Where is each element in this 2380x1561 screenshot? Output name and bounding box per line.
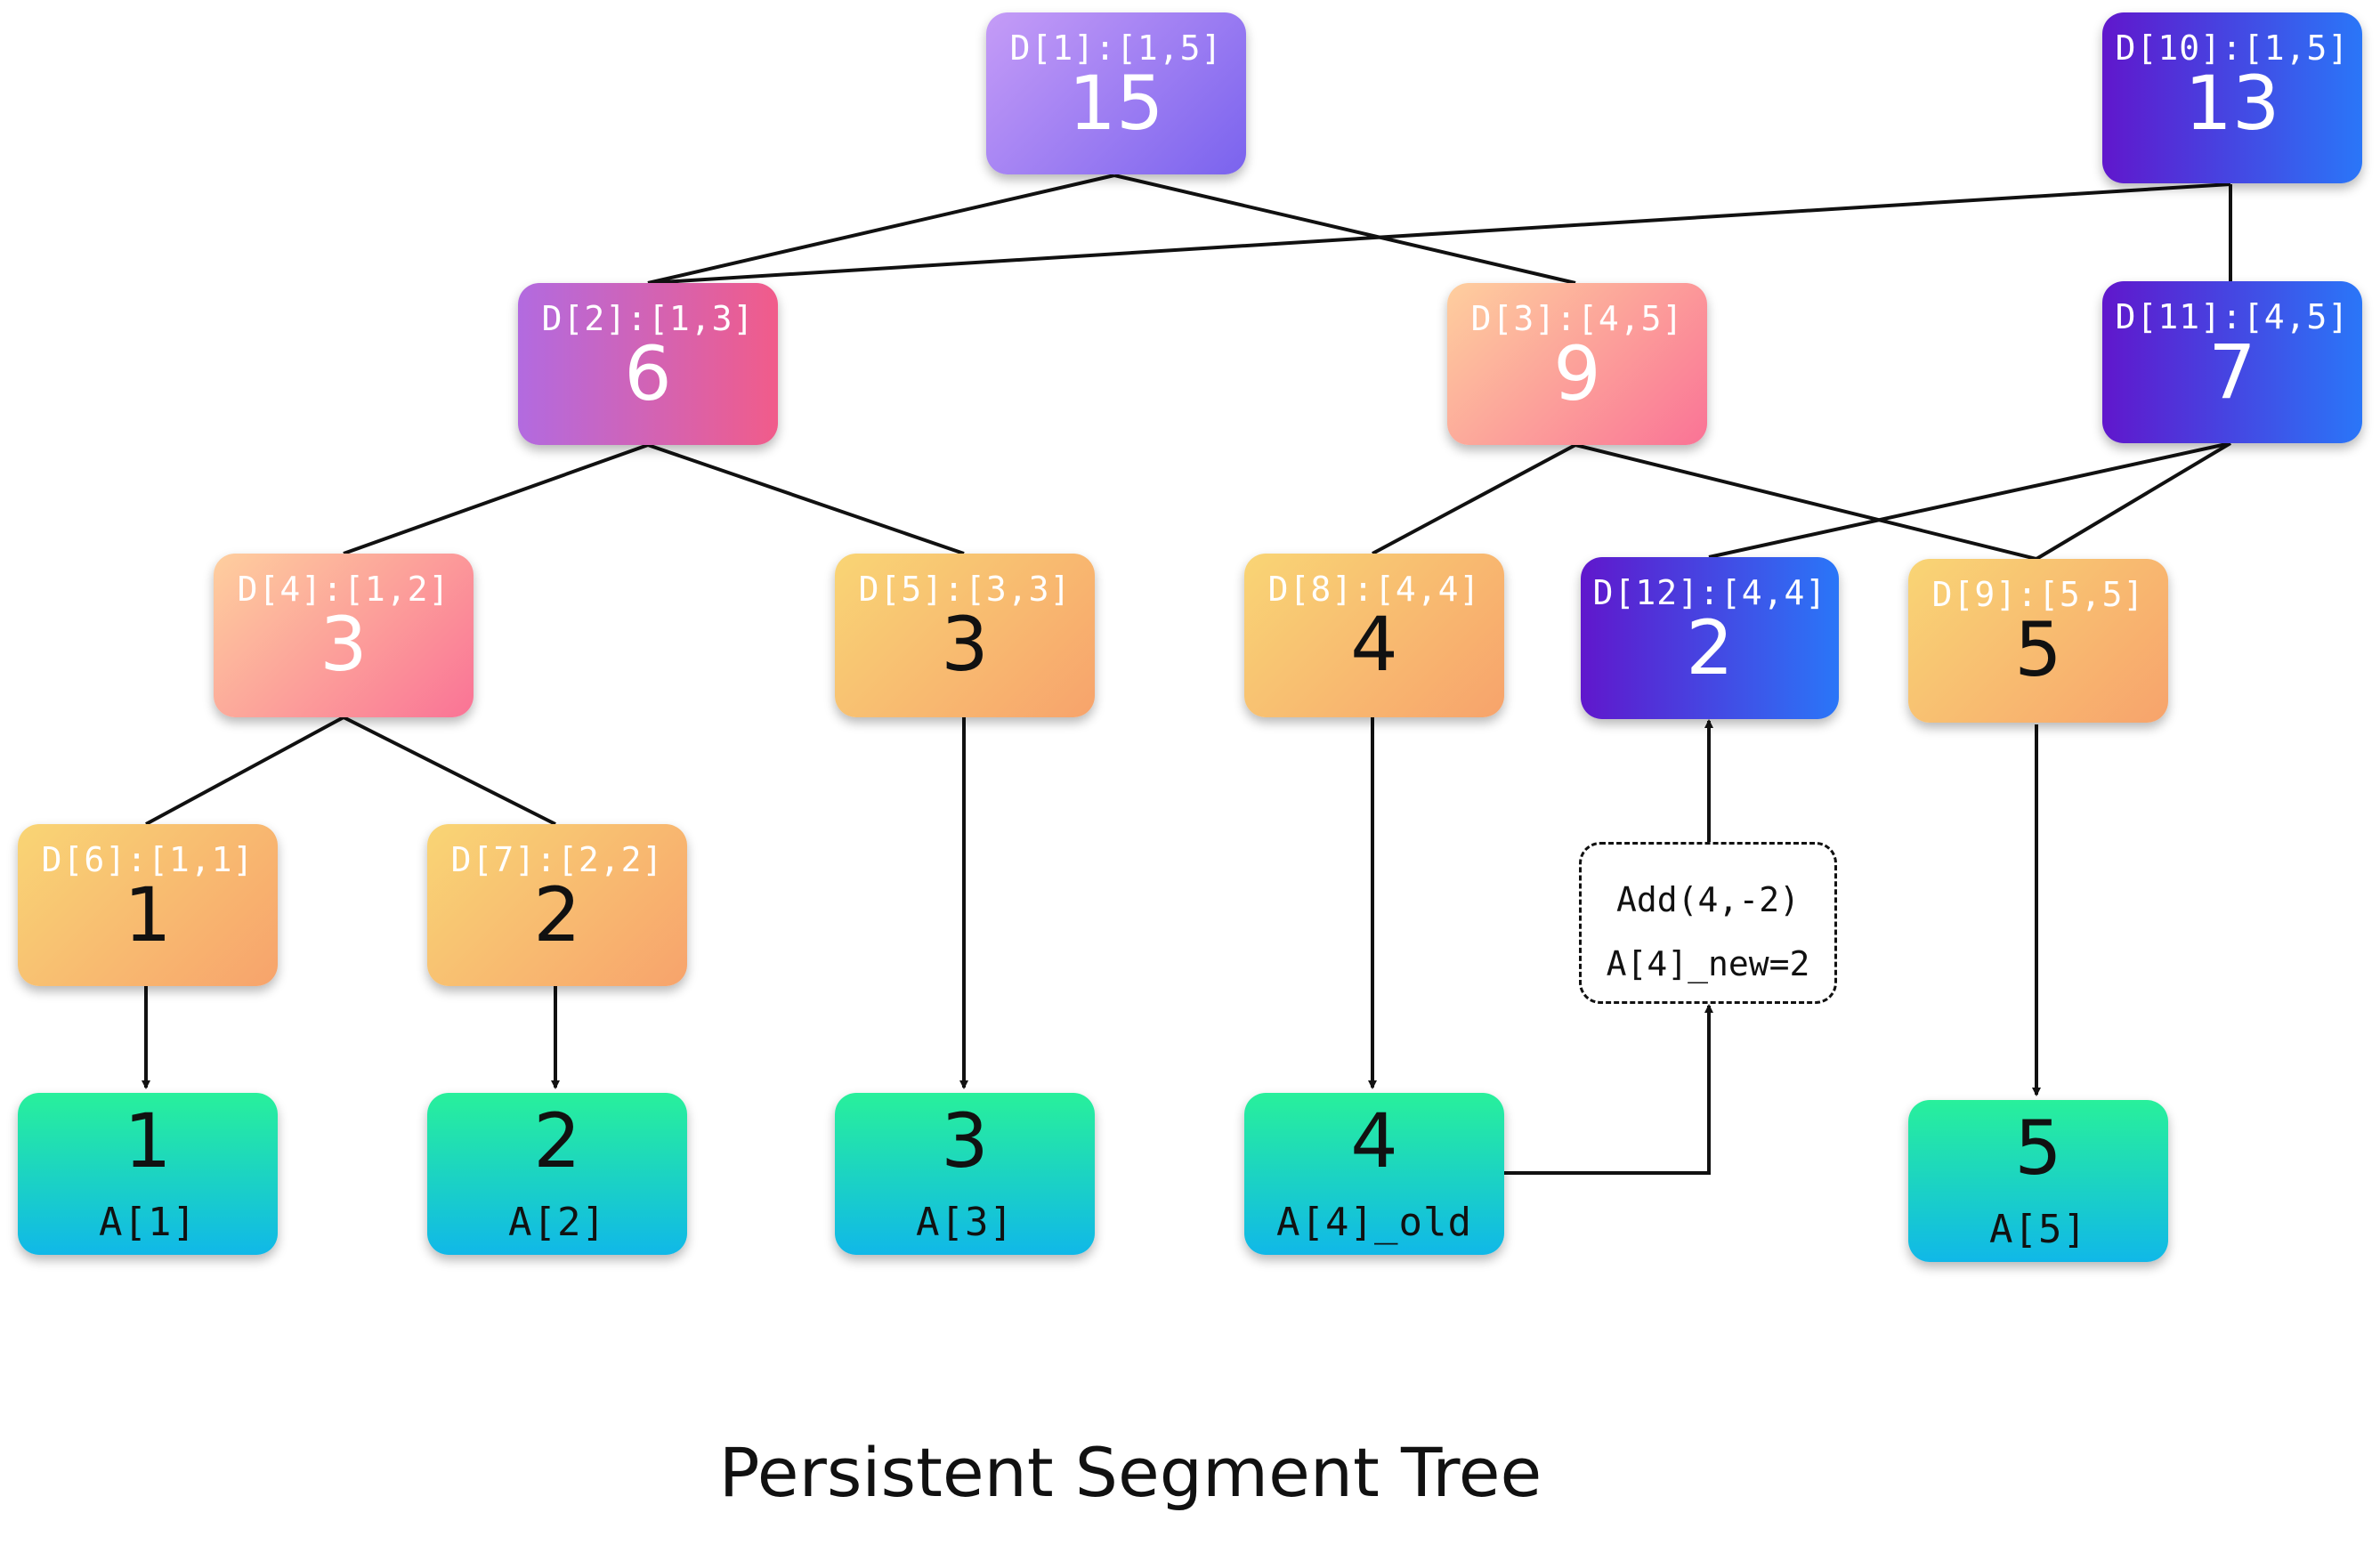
node-d11: D[11]:[4,5] 7 (2102, 281, 2362, 443)
leaf-a5-value: 5 (2014, 1104, 2062, 1192)
leaf-a2-value: 2 (533, 1097, 581, 1185)
leaf-a4-value: 4 (1350, 1097, 1398, 1185)
node-d3: D[3]:[4,5] 9 (1447, 283, 1707, 445)
leaf-a5: 5 A[5] (1908, 1100, 2168, 1262)
node-d12-value: 2 (1686, 604, 1734, 692)
node-d8-label: D[8]:[4,4] (1267, 570, 1481, 609)
edge-d11-d12 (1708, 441, 2231, 559)
leaf-a2: 2 A[2] (427, 1093, 687, 1255)
node-d3-value: 9 (1553, 330, 1601, 417)
leaf-a1: 1 A[1] (18, 1093, 278, 1255)
node-d4-value: 3 (320, 601, 368, 688)
edge-d3-d8 (1372, 443, 1576, 555)
edge-d4-d6 (145, 716, 344, 826)
node-d4: D[4]:[1,2] 3 (214, 554, 474, 717)
node-d5: D[5]:[3,3] 3 (835, 554, 1095, 717)
edge-d11-d9 (2035, 441, 2232, 561)
node-d8: D[8]:[4,4] 4 (1244, 554, 1504, 717)
node-d1-label: D[1]:[1,5] (1009, 28, 1223, 68)
edge-d2-d5 (647, 443, 965, 555)
edge-d2-d4 (343, 443, 649, 555)
diagram-title: Persistent Segment Tree (718, 1433, 1542, 1512)
node-d11-value: 7 (2208, 328, 2256, 416)
node-d9: D[9]:[5,5] 5 (1908, 559, 2168, 723)
update-result: A[4]_new=2 (1606, 944, 1810, 983)
node-d8-value: 4 (1350, 601, 1398, 688)
node-d11-label: D[11]:[4,5] (2115, 297, 2350, 336)
node-d6: D[6]:[1,1] 1 (18, 824, 278, 986)
node-d5-value: 3 (941, 601, 989, 688)
leaf-a4-label: A[4]_old (1276, 1200, 1472, 1245)
node-d3-label: D[3]:[4,5] (1470, 299, 1684, 338)
node-d6-value: 1 (124, 871, 172, 958)
node-d9-label: D[9]:[5,5] (1931, 575, 2145, 614)
node-d6-label: D[6]:[1,1] (41, 840, 255, 879)
leaf-a3-label: A[3] (916, 1200, 1014, 1245)
edge-d3-d9 (1575, 443, 2037, 561)
leaf-a3-value: 3 (941, 1097, 989, 1185)
node-d1-value: 15 (1068, 60, 1164, 147)
node-d9-value: 5 (2014, 606, 2062, 693)
node-d10: D[10]:[1,5] 13 (2102, 12, 2362, 183)
edge-d4-d7 (343, 716, 556, 826)
arrow-a4-update (1502, 1004, 1713, 1175)
node-d7: D[7]:[2,2] 2 (427, 824, 687, 986)
leaf-a2-label: A[2] (508, 1200, 606, 1245)
node-d4-label: D[4]:[1,2] (237, 570, 450, 609)
node-d2-value: 6 (624, 330, 672, 417)
edge-d10-d2 (647, 182, 2231, 285)
node-d10-value: 13 (2184, 60, 2280, 147)
update-annotation: Add(4,-2) A[4]_new=2 (1579, 842, 1837, 1004)
leaf-a4: 4 A[4]_old (1244, 1093, 1504, 1255)
leaf-a1-label: A[1] (99, 1200, 197, 1245)
update-operation: Add(4,-2) (1616, 880, 1800, 919)
edge-d1-d2 (647, 174, 1115, 285)
node-d2-label: D[2]:[1,3] (541, 299, 755, 338)
node-d5-label: D[5]:[3,3] (858, 570, 1072, 609)
leaf-a3: 3 A[3] (835, 1093, 1095, 1255)
node-d12-label: D[12]:[4,4] (1592, 573, 1827, 612)
leaf-a5-label: A[5] (1989, 1207, 2087, 1252)
node-d1: D[1]:[1,5] 15 (986, 12, 1246, 174)
edge-d1-d3 (1113, 174, 1576, 285)
node-d7-value: 2 (533, 871, 581, 958)
node-d10-label: D[10]:[1,5] (2115, 28, 2350, 68)
leaf-a1-value: 1 (124, 1097, 172, 1185)
node-d12: D[12]:[4,4] 2 (1581, 557, 1839, 719)
node-d2: D[2]:[1,3] 6 (518, 283, 778, 445)
node-d7-label: D[7]:[2,2] (450, 840, 664, 879)
